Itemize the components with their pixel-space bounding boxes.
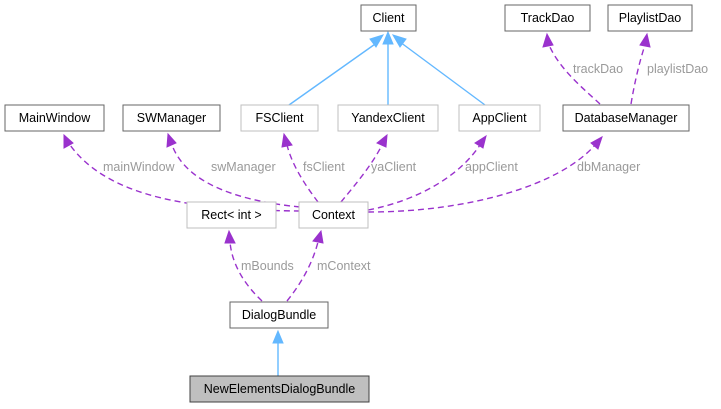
edge-yaclient xyxy=(340,144,383,203)
edge-label-trackdao: trackDao xyxy=(573,62,623,76)
edge-label-appclient: appClient xyxy=(465,160,518,174)
edge-appclient-to-client xyxy=(399,41,486,106)
edge-appclient xyxy=(367,144,481,211)
node-label-databasemanager: DatabaseManager xyxy=(575,111,678,125)
node-label-client: Client xyxy=(373,11,405,25)
node-label-context: Context xyxy=(312,208,356,222)
edge-trackdao xyxy=(548,44,601,105)
edge-label-mainwindow: mainWindow xyxy=(103,160,176,174)
node-label-playlistdao: PlaylistDao xyxy=(619,11,682,25)
node-trackdao[interactable]: TrackDao xyxy=(504,4,591,32)
edge-mainwindow xyxy=(69,144,301,212)
edge-dbmanager xyxy=(367,144,596,213)
node-playlistdao[interactable]: PlaylistDao xyxy=(607,4,693,32)
edge-label-mbounds: mBounds xyxy=(241,259,294,273)
member-edges xyxy=(63,32,651,302)
edge-label-playlistdao: playlistDao xyxy=(647,62,708,76)
node-appclient[interactable]: AppClient xyxy=(458,104,541,132)
node-label-fsclient: FSClient xyxy=(256,111,304,125)
arrowhead-appclient xyxy=(474,134,487,149)
arrowhead-yandexclient-client xyxy=(382,30,394,45)
edge-mbounds xyxy=(229,241,263,302)
node-rect-int[interactable]: Rect< int > xyxy=(186,201,277,229)
arrowhead-fsclient-client xyxy=(369,34,385,48)
arrowhead-trackdao xyxy=(542,32,554,48)
node-label-appclient: AppClient xyxy=(472,111,527,125)
arrowhead-dbmanager xyxy=(590,135,603,150)
arrowhead-appclient-client xyxy=(391,34,407,48)
node-label-newelementsdialogbundle: NewElementsDialogBundle xyxy=(204,382,356,396)
node-label-mainwindow: MainWindow xyxy=(19,111,92,125)
arrowhead-mbounds xyxy=(224,229,236,244)
edge-fsclient xyxy=(286,144,319,203)
edge-label-dbmanager: dbManager xyxy=(577,160,640,174)
node-fsclient[interactable]: FSClient xyxy=(240,104,319,132)
node-swmanager[interactable]: SWManager xyxy=(122,104,221,132)
node-databasemanager[interactable]: DatabaseManager xyxy=(562,104,690,132)
node-client[interactable]: Client xyxy=(360,4,417,32)
node-context[interactable]: Context xyxy=(298,201,369,229)
edge-fsclient-to-client xyxy=(288,41,379,106)
edge-label-yaclient: yaClient xyxy=(371,160,417,174)
arrowhead-playlistdao xyxy=(639,32,651,48)
edge-playlistdao xyxy=(630,44,646,105)
arrowhead-fsclient xyxy=(281,132,293,148)
node-label-dialogbundle: DialogBundle xyxy=(242,308,316,322)
edge-label-swmanager: swManager xyxy=(211,160,276,174)
edge-mcontext xyxy=(286,241,319,302)
node-newelementsdialogbundle[interactable]: NewElementsDialogBundle xyxy=(189,375,370,403)
arrowhead-mcontext xyxy=(312,229,324,244)
edge-labels: trackDao playlistDao mainWindow swManage… xyxy=(103,62,708,273)
arrowhead-newelements-dialogbundle xyxy=(272,329,284,344)
node-dialogbundle[interactable]: DialogBundle xyxy=(229,301,329,329)
node-label-trackdao: TrackDao xyxy=(521,11,575,25)
arrowhead-mainwindow xyxy=(63,133,74,149)
arrowhead-yaclient xyxy=(376,133,388,148)
inheritance-edges xyxy=(272,30,486,376)
node-label-swmanager: SWManager xyxy=(137,111,206,125)
node-yandexclient[interactable]: YandexClient xyxy=(337,104,439,132)
edge-swmanager xyxy=(171,144,301,208)
node-label-rect-int: Rect< int > xyxy=(201,208,261,222)
arrowhead-swmanager xyxy=(166,132,177,148)
node-mainwindow[interactable]: MainWindow xyxy=(4,104,105,132)
edge-label-fsclient: fsClient xyxy=(303,160,345,174)
edge-label-mcontext: mContext xyxy=(317,259,371,273)
node-label-yandexclient: YandexClient xyxy=(351,111,425,125)
